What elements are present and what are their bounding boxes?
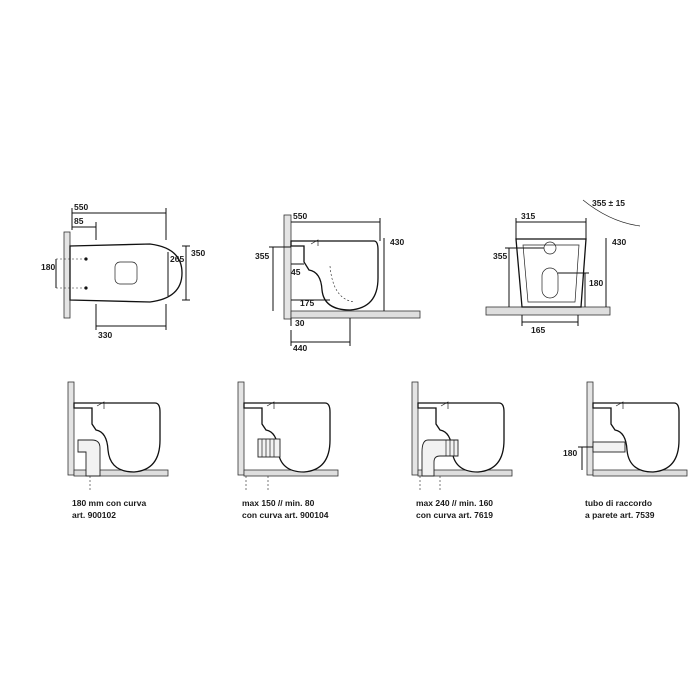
installation-4: 180 tubo di raccordo a parete art. 7539 — [563, 381, 688, 520]
side-view-dim-440: 440 — [293, 343, 307, 353]
side-view-floor — [290, 310, 421, 319]
top-view-dim-550: 550 — [74, 202, 88, 212]
installation-1-caption-line2: art. 900102 — [72, 510, 116, 520]
side-view-dim-30: 30 — [295, 318, 305, 328]
side-view-dim-45: 45 — [291, 267, 301, 277]
installation-2-corrugated-pipe — [257, 438, 281, 458]
top-view-dim-330: 330 — [98, 330, 112, 340]
front-view: 355 ± 15 315 430 355 180 165 — [485, 198, 641, 335]
front-view-outlet — [541, 267, 559, 299]
front-view-dim-355-15: 355 ± 15 — [592, 198, 625, 208]
installation-3: max 240 // min. 160 con curva art. 7619 — [411, 381, 513, 520]
side-view-dim-355: 355 — [255, 251, 269, 261]
front-view-detail-arc — [582, 199, 641, 227]
front-view-dim-355: 355 — [493, 251, 507, 261]
side-view-dim-430: 430 — [390, 237, 404, 247]
top-view: 550 85 350 265 180 330 — [41, 202, 205, 340]
installation-1: 180 mm con curva art. 900102 — [67, 381, 169, 520]
top-view-dim-350: 350 — [191, 248, 205, 258]
installation-1-pipe — [77, 439, 101, 477]
installation-4-straight-pipe — [592, 441, 626, 453]
installation-4-caption-line1: tubo di raccordo — [585, 498, 652, 508]
front-view-dim-315: 315 — [521, 211, 535, 221]
side-view-dim-175: 175 — [300, 298, 314, 308]
installation-3-caption-line1: max 240 // min. 160 — [416, 498, 493, 508]
installation-3-caption-line2: con curva art. 7619 — [416, 510, 493, 520]
top-view-wall — [63, 231, 71, 319]
installation-2-caption-line1: max 150 // min. 80 — [242, 498, 315, 508]
side-view: 550 430 355 45 175 30 440 — [255, 211, 421, 353]
top-view-bowl-outline — [69, 243, 183, 303]
installation-2-caption-line2: con curva art. 900104 — [242, 510, 329, 520]
front-view-body — [515, 238, 587, 308]
side-view-wall — [283, 214, 292, 320]
front-view-dim-180: 180 — [589, 278, 603, 288]
installation-4-caption-line2: a parete art. 7539 — [585, 510, 655, 520]
front-view-dim-430: 430 — [612, 237, 626, 247]
front-view-floor — [485, 306, 611, 316]
top-view-dim-265: 265 — [170, 254, 184, 264]
front-view-dim-165: 165 — [531, 325, 545, 335]
top-view-dim-180: 180 — [41, 262, 55, 272]
top-view-seat-opening — [114, 261, 138, 285]
installation-2: max 150 // min. 80 con curva art. 900104 — [237, 381, 339, 520]
installation-4-dim-180: 180 — [563, 448, 577, 458]
top-view-dim-85: 85 — [74, 216, 84, 226]
side-view-bowl-profile — [290, 240, 379, 311]
installation-1-caption-line1: 180 mm con curva — [72, 498, 146, 508]
side-view-dim-550: 550 — [293, 211, 307, 221]
installation-3-curved-pipe — [421, 439, 459, 477]
